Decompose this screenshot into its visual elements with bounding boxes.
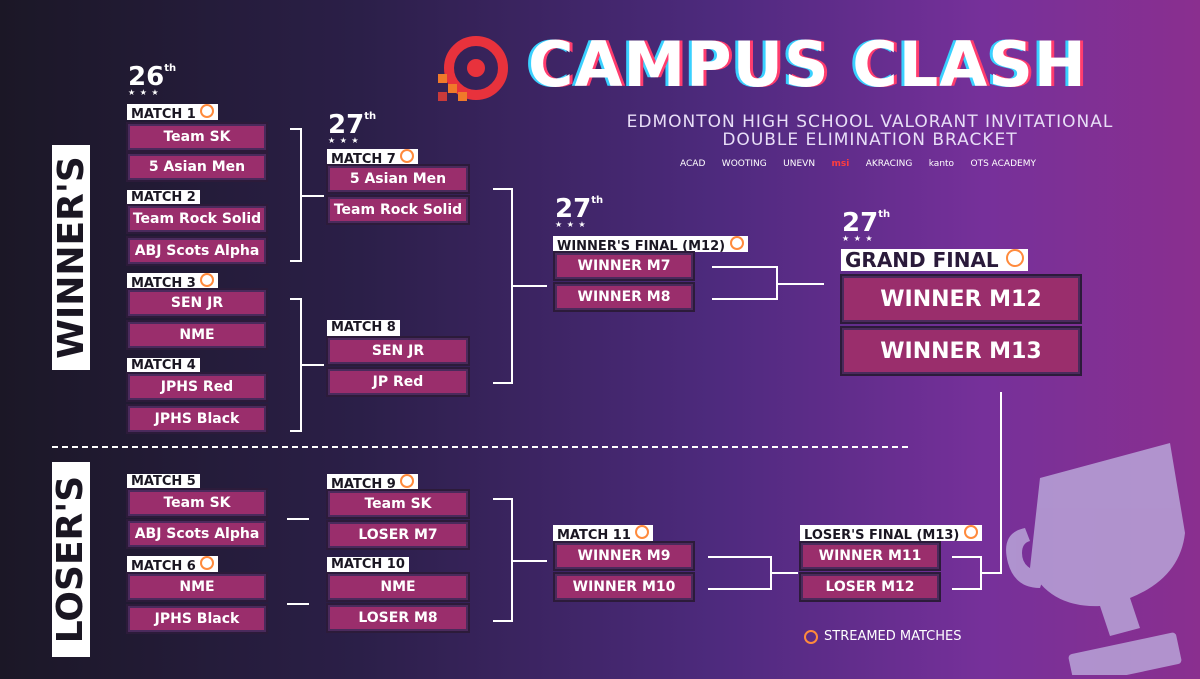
stream-icon xyxy=(729,236,744,250)
stream-icon xyxy=(635,525,650,539)
match-4-label: MATCH 4 xyxy=(127,358,200,374)
connector xyxy=(290,298,302,300)
winners-bracket-label: WINNER'S xyxy=(51,145,92,370)
stream-icon xyxy=(200,556,215,570)
connector xyxy=(287,518,309,520)
winners-final-team-a: WINNER M7 xyxy=(555,253,693,279)
match-3-team-a: SEN JR xyxy=(128,290,266,316)
match-1-team-a: Team SK xyxy=(128,124,266,150)
match-2-team-a: Team Rock Solid xyxy=(128,206,266,232)
connector xyxy=(952,556,982,558)
bracket-divider xyxy=(52,446,908,448)
match-6-team-a: NME xyxy=(128,574,266,600)
stream-icon xyxy=(400,149,415,163)
connector xyxy=(300,364,324,366)
date-26: 26th ★ ★ ★ xyxy=(128,62,177,98)
losers-bracket-label: LOSER'S xyxy=(51,462,92,657)
connector xyxy=(952,588,982,590)
connector xyxy=(290,128,302,130)
match-4-team-a: JPHS Red xyxy=(128,374,266,400)
match-2-team-b: ABJ Scots Alpha xyxy=(128,238,266,264)
sponsor-logo: UNEVN xyxy=(783,159,816,169)
match-2-label: MATCH 2 xyxy=(127,190,200,206)
date-27-round2: 27th ★ ★ ★ xyxy=(328,110,377,146)
match-1-team-b: 5 Asian Men xyxy=(128,154,266,180)
match-10-team-a: NME xyxy=(328,574,468,600)
connector xyxy=(511,560,547,562)
match-3-team-b: NME xyxy=(128,322,266,348)
stream-icon xyxy=(963,525,978,539)
match-7-team-b: Team Rock Solid xyxy=(328,197,468,223)
sponsor-logo: kanto xyxy=(928,159,955,169)
stream-icon xyxy=(1005,249,1024,267)
date-27-winners-final: 27th ★ ★ ★ xyxy=(555,194,604,230)
sponsor-logo: ACAD xyxy=(680,159,706,169)
trophy-icon xyxy=(1000,438,1200,679)
connector xyxy=(1000,392,1002,574)
connector xyxy=(287,603,309,605)
grand-final-label: GRAND FINAL xyxy=(841,249,1028,271)
match-11-team-b: WINNER M10 xyxy=(555,574,693,600)
connector xyxy=(290,260,302,262)
match-6-label: MATCH 6 xyxy=(127,556,219,574)
match-5-team-a: Team SK xyxy=(128,490,266,516)
match-5-team-b: ABJ Scots Alpha xyxy=(128,521,266,547)
connector xyxy=(712,266,778,268)
sponsor-logo: AKRACING xyxy=(865,159,913,169)
match-9-team-a: Team SK xyxy=(328,491,468,517)
match-6-team-b: JPHS Black xyxy=(128,606,266,632)
grand-final-team-a: WINNER M12 xyxy=(842,276,1080,322)
sponsor-logo: msi xyxy=(831,159,850,169)
stream-icon xyxy=(400,474,415,488)
winners-final-label: WINNER'S FINAL (M12) xyxy=(553,236,748,254)
connector xyxy=(712,298,778,300)
connector xyxy=(511,285,547,287)
connector xyxy=(708,556,772,558)
match-1-label: MATCH 1 xyxy=(127,104,219,122)
grand-final-team-b: WINNER M13 xyxy=(842,328,1080,374)
match-10-label: MATCH 10 xyxy=(327,557,409,573)
match-8-team-a: SEN JR xyxy=(328,338,468,364)
match-3-label: MATCH 3 xyxy=(127,273,219,291)
legend: STREAMED MATCHES xyxy=(804,629,962,644)
winners-final-team-b: WINNER M8 xyxy=(555,284,693,310)
stream-icon xyxy=(804,629,818,644)
losers-final-team-b: LOSER M12 xyxy=(801,574,939,600)
match-7-label: MATCH 7 xyxy=(327,149,419,167)
stream-icon xyxy=(200,104,215,118)
connector xyxy=(776,283,824,285)
match-4-team-b: JPHS Black xyxy=(128,406,266,432)
match-9-label: MATCH 9 xyxy=(327,474,419,492)
connector xyxy=(980,572,1002,574)
match-8-team-b: JP Red xyxy=(328,369,468,395)
connector xyxy=(770,572,798,574)
campus-clash-logo xyxy=(434,34,514,104)
losers-final-label: LOSER'S FINAL (M13) xyxy=(800,525,982,543)
connector xyxy=(290,430,302,432)
match-11-team-a: WINNER M9 xyxy=(555,543,693,569)
match-5-label: MATCH 5 xyxy=(127,474,200,490)
match-10-team-b: LOSER M8 xyxy=(328,605,468,631)
connector xyxy=(300,195,324,197)
connector xyxy=(708,588,772,590)
losers-final-team-a: WINNER M11 xyxy=(801,543,939,569)
page-title: CAMPUS CLASH xyxy=(528,28,1087,101)
connector xyxy=(493,188,513,190)
match-7-team-a: 5 Asian Men xyxy=(328,166,468,192)
connector xyxy=(493,382,513,384)
match-8-label: MATCH 8 xyxy=(327,320,400,336)
sponsor-logo: OTS ACADEMY xyxy=(970,159,1036,169)
sponsor-logos: ACAD WOOTING UNEVN msi AKRACING kanto OT… xyxy=(680,152,1036,176)
match-11-label: MATCH 11 xyxy=(553,525,654,543)
connector xyxy=(493,620,513,622)
stream-icon xyxy=(200,273,215,287)
sponsor-logo: WOOTING xyxy=(721,159,767,169)
match-9-team-b: LOSER M7 xyxy=(328,522,468,548)
legend-label: STREAMED MATCHES xyxy=(824,629,962,644)
subtitle-line-2: DOUBLE ELIMINATION BRACKET xyxy=(722,130,1018,150)
date-27-grand-final: 27th ★ ★ ★ xyxy=(842,208,891,244)
connector xyxy=(493,498,513,500)
subtitle-line-1: EDMONTON HIGH SCHOOL VALORANT INVITATION… xyxy=(626,112,1114,132)
